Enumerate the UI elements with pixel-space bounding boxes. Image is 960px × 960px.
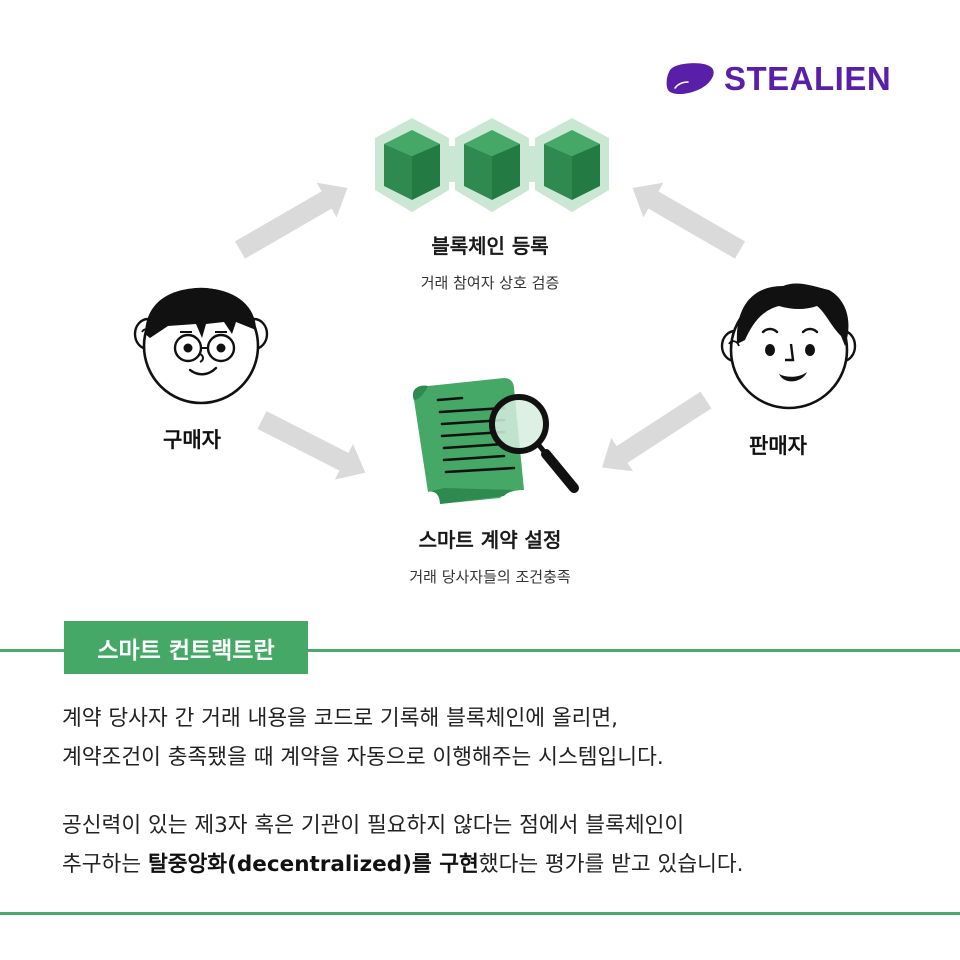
- paragraph-definition: 계약 당사자 간 거래 내용을 코드로 기록해 블록체인에 올리면, 계약조건이…: [62, 699, 664, 777]
- paragraph-line: 공신력이 있는 제3자 혹은 기관이 필요하지 않다는 점에서 블록체인이: [62, 813, 685, 838]
- smart-contract-subtitle: 거래 당사자들의 조건충족: [409, 568, 571, 586]
- arrow-buyer-to-blockchain-icon: [235, 182, 348, 259]
- section-divider-bottom: [0, 912, 960, 915]
- seller-label: 판매자: [749, 434, 807, 458]
- buyer-label: 구매자: [163, 428, 221, 452]
- brand-logo: STEALIEN: [666, 60, 891, 98]
- highlight-decentralization: 탈중앙화(decentralized)를 구현: [147, 852, 479, 877]
- section-divider-top: [0, 649, 960, 652]
- blockchain-title: 블록체인 등록: [431, 234, 549, 258]
- arrow-seller-to-blockchain-icon: [632, 182, 745, 259]
- arrow-seller-to-contract-icon: [602, 391, 712, 472]
- brand-name: STEALIEN: [724, 60, 892, 97]
- section-tag-label: 스마트 컨트랙트란: [97, 637, 275, 664]
- section-tag: 스마트 컨트랙트란: [64, 621, 308, 674]
- text-prefix: 추구하는: [62, 852, 148, 877]
- arrow-buyer-to-contract-icon: [257, 411, 366, 480]
- paragraph-line: 계약조건이 충족됐을 때 계약을 자동으로 이행해주는 시스템입니다.: [62, 745, 664, 770]
- stealien-blob-icon: [666, 63, 714, 95]
- seller-avatar-icon: [720, 283, 857, 410]
- text-suffix: 했다는 평가를 받고 있습니다.: [478, 852, 744, 877]
- blockchain-cubes-icon: [375, 118, 609, 212]
- flow-arrows: [235, 182, 745, 480]
- paragraph-line: 계약 당사자 간 거래 내용을 코드로 기록해 블록체인에 올리면,: [62, 706, 619, 731]
- buyer-avatar-icon: [133, 287, 269, 405]
- blockchain-subtitle: 거래 참여자 상호 검증: [420, 274, 560, 292]
- contract-magnifier-icon: [412, 378, 579, 504]
- paragraph-evaluation: 공신력이 있는 제3자 혹은 기관이 필요하지 않다는 점에서 블록체인이 추구…: [62, 806, 744, 884]
- paragraph-line: 추구하는 탈중앙화(decentralized)를 구현했다는 평가를 받고 있…: [62, 845, 744, 884]
- smart-contract-title: 스마트 계약 설정: [418, 528, 562, 552]
